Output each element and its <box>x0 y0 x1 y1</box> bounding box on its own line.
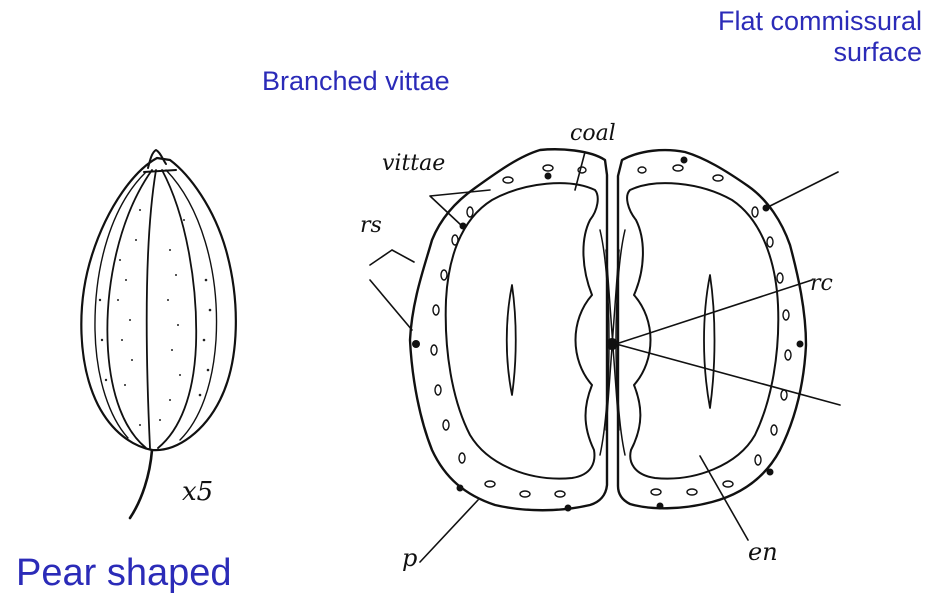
vittae-tag: vittae <box>382 151 445 176</box>
en-tag: en <box>748 538 778 566</box>
fruit-ridge-2 <box>147 170 156 448</box>
rs-tag: rs <box>360 213 382 238</box>
fruit-ridge-5 <box>95 172 146 438</box>
left-mericarp-outline <box>410 149 607 510</box>
left-vittae <box>431 165 586 497</box>
cross-section-drawing: vittae coal rs rc p en <box>360 121 840 572</box>
coal-tag: coal <box>570 121 616 146</box>
right-endosperm <box>627 183 778 478</box>
fruit-ridge-1 <box>107 170 152 448</box>
rc-tag: rc <box>810 271 833 296</box>
pear-fruit-drawing: x5 <box>81 150 236 518</box>
fruit-outline <box>81 158 236 450</box>
left-endosperm <box>446 183 598 478</box>
left-embryo <box>507 285 516 395</box>
fruit-ridge-3 <box>158 170 196 448</box>
magnification-label: x5 <box>182 477 213 507</box>
right-embryo <box>704 275 715 408</box>
leader-lines <box>370 152 840 562</box>
fruit-stalk <box>130 450 152 518</box>
fruit-ridge-4 <box>166 170 217 440</box>
p-tag: p <box>402 544 417 572</box>
